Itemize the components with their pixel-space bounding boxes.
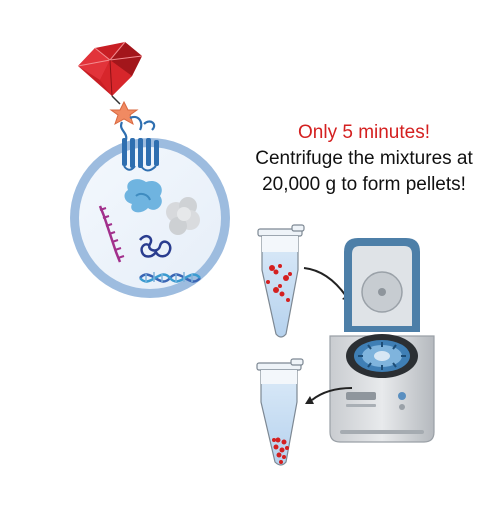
peptide-icon — [98, 205, 125, 263]
pellet — [272, 437, 289, 464]
dna-icon — [139, 272, 201, 283]
tube-pellet-icon — [256, 358, 304, 466]
arrow-icon-out — [305, 387, 353, 404]
tube-icon — [257, 224, 305, 338]
suspended-particles — [266, 264, 292, 302]
membrane-vesicle — [70, 138, 230, 298]
receptor-icon — [120, 115, 159, 172]
caption-highlight: Only 5 minutes! — [298, 122, 430, 143]
arrow-icon — [303, 267, 350, 302]
tether-line — [111, 95, 121, 105]
caption: Only 5 minutes! Centrifuge the mixtures … — [228, 120, 500, 198]
rna-icon — [139, 234, 172, 258]
caption-line-1: Centrifuge the mixtures at — [255, 148, 473, 169]
protein-icon — [124, 179, 162, 213]
centrifuge-icon — [329, 238, 435, 443]
ligand-icon — [109, 100, 139, 126]
aggregate-protein-icon — [166, 197, 200, 235]
caption-line-2: 20,000 g to form pellets! — [262, 174, 466, 195]
gem-icon — [77, 41, 143, 97]
